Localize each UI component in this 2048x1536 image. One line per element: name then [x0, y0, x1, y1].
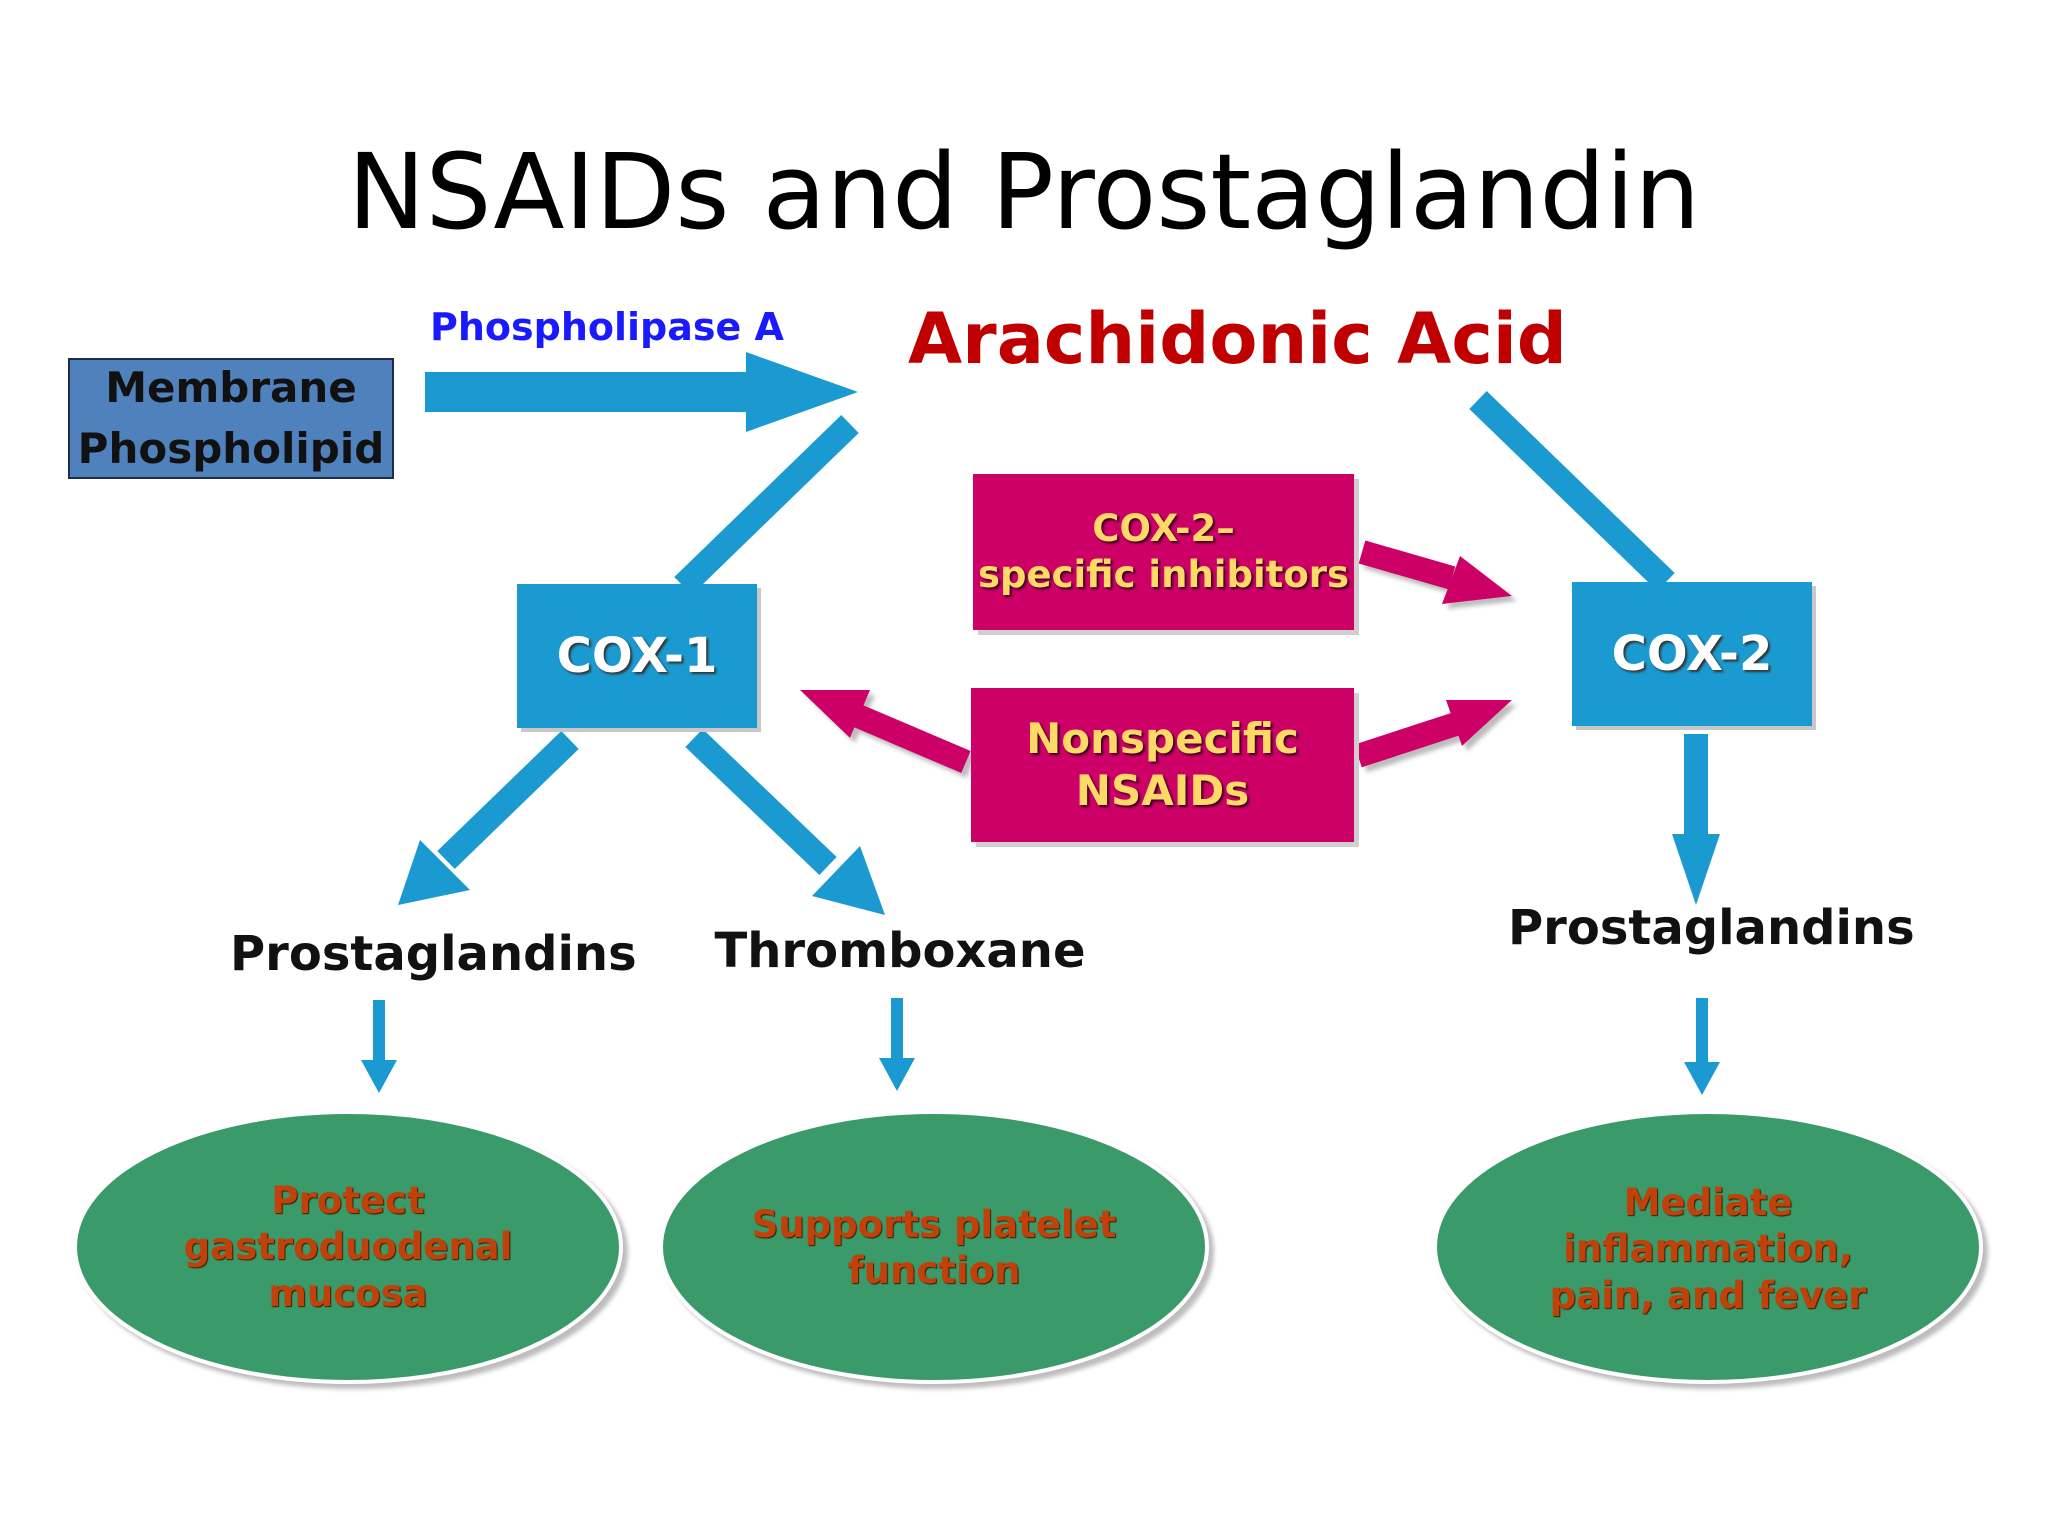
inflammation-line3: pain, and fever — [1549, 1273, 1867, 1317]
arachidonic-acid-label: Arachidonic Acid — [908, 298, 1567, 380]
cox1-to-thromboxane-arrow — [685, 728, 837, 876]
prostaglandins-left-label: Prostaglandins — [230, 926, 637, 982]
platelet-effect-text: Supports platelet function — [734, 1202, 1134, 1295]
cox1-to-thromboxane-head — [812, 846, 885, 915]
cox2-label: COX-2 — [1611, 626, 1773, 682]
gastro-line1: Protect — [271, 1179, 425, 1222]
page-title: NSAIDs and Prostaglandin — [347, 131, 1701, 253]
nonspecific-line2: NSAIDs — [1075, 766, 1250, 815]
prostaglandins-right-label: Prostaglandins — [1508, 900, 1915, 956]
cox1-to-prostaglandins-head — [398, 840, 470, 905]
nonspecific-line1: Nonspecific — [1026, 713, 1299, 763]
inhibitor-arrows — [800, 540, 1512, 774]
cox2-inhibitors-line1: COX-2– — [1092, 506, 1235, 550]
cox2-inhibitor-head — [1442, 556, 1512, 604]
cox2-inhibitor-arrow — [1358, 540, 1456, 590]
nonspecific-nsaids-box: Nonspecific NSAIDs — [971, 688, 1354, 842]
cox2-specific-inhibitors-box: COX-2– specific inhibitors — [973, 474, 1354, 630]
cox2-inhibitors-line2: specific inhibitors — [977, 553, 1350, 596]
cox1-label: COX-1 — [556, 628, 718, 684]
inflammation-effect-text: Mediate inflammation, pain, and fever — [1508, 1180, 1908, 1319]
acid-to-cox2-line — [1469, 391, 1675, 591]
nonspecific-to-cox2-head — [1446, 700, 1512, 746]
platelet-line2: function — [847, 1249, 1021, 1293]
inflammation-line2: inflammation, — [1563, 1227, 1853, 1271]
phospholipase-label: Phospholipase A — [430, 305, 784, 349]
gastro-line2: gastroduodenal — [183, 1225, 513, 1269]
down-arrow-platelet — [879, 998, 915, 1091]
effect-ovals — [73, 1110, 1983, 1384]
membrane-phospholipid-box: Membrane Phospholipid — [68, 358, 394, 479]
cox2-to-prostaglandins-arrow — [1684, 734, 1708, 836]
nonspecific-to-cox2-arrow — [1354, 712, 1460, 768]
cox2-box: COX-2 — [1572, 582, 1812, 726]
phospholipase-arrow — [425, 352, 858, 432]
thromboxane-label: Thromboxane — [714, 923, 1086, 979]
gastro-effect-text: Protect gastroduodenal mucosa — [148, 1178, 548, 1317]
inflammation-oval — [1433, 1110, 1983, 1384]
acid-to-cox1-line — [674, 415, 859, 595]
platelet-line1: Supports platelet — [751, 1203, 1117, 1246]
cox1-box: COX-1 — [517, 584, 757, 728]
platelet-oval — [659, 1110, 1209, 1384]
membrane-line2: Phospholipid — [77, 423, 385, 473]
down-arrow-gastro — [361, 1000, 397, 1093]
gastro-oval — [73, 1110, 623, 1384]
cox1-to-prostaglandins-arrow — [437, 731, 579, 869]
nonspecific-to-cox1-arrow — [853, 704, 971, 774]
nonspecific-to-cox1-head — [800, 690, 870, 738]
membrane-line1: Membrane — [105, 362, 357, 412]
inflammation-line1: Mediate — [1623, 1181, 1793, 1224]
down-arrow-inflammation — [1684, 998, 1720, 1095]
cox2-to-prostaglandins-head — [1672, 834, 1720, 905]
gastro-line3: mucosa — [268, 1271, 428, 1315]
